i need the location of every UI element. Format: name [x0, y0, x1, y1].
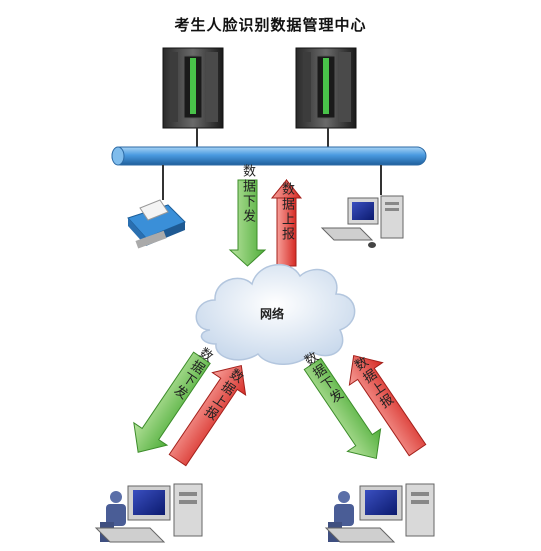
- arrow-down-right-label: 数据下发: [300, 349, 346, 407]
- network-bus: [111, 146, 427, 166]
- server-left-icon: [162, 47, 224, 150]
- network-cloud-icon: 网络: [195, 263, 356, 365]
- arrow-up-center: 数据上报: [270, 178, 303, 267]
- workstation-left-icon: [94, 483, 203, 543]
- workstation-right-icon: [324, 483, 435, 543]
- network-label: 网络: [260, 306, 284, 321]
- arrow-down-center-label: 数据下发: [240, 164, 256, 224]
- server-right-icon: [295, 47, 357, 150]
- printer-icon: [127, 165, 186, 249]
- arrow-up-center-label: 数据上报: [279, 182, 295, 242]
- diagram-title: 考生人脸识别数据管理中心: [174, 16, 367, 34]
- arrow-down-left-label: 数据下发: [169, 344, 215, 402]
- arrow-up-right: 数据上报: [348, 354, 427, 457]
- computer-top-icon: [320, 165, 404, 248]
- arrow-down-center: 数据下发: [228, 164, 267, 267]
